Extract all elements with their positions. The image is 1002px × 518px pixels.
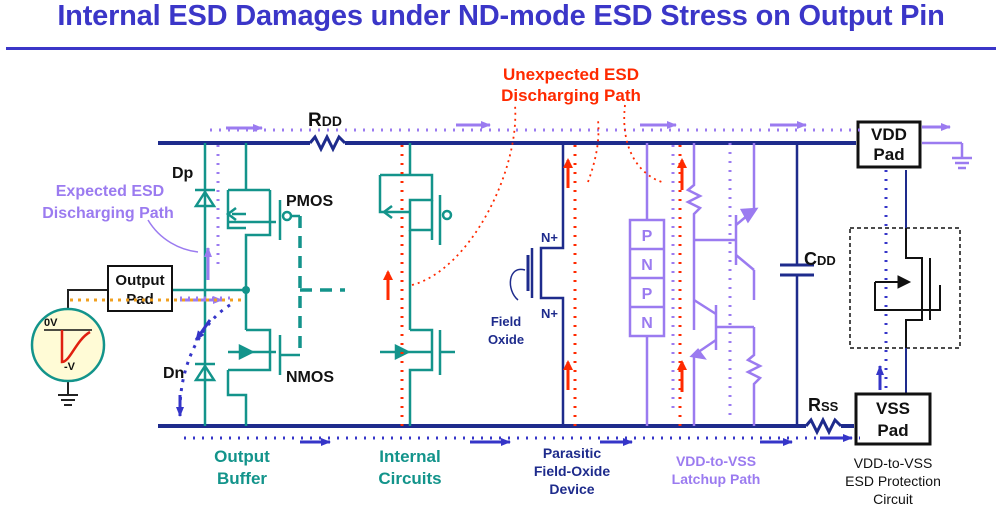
vss-pad-label-1: VSS xyxy=(876,399,910,418)
pnpn-p2: P xyxy=(642,286,653,303)
internal-circuits-label-1: Internal xyxy=(379,447,440,466)
unexpected-path-label-1: Unexpected ESD xyxy=(503,65,639,84)
parasitic-label-1: Parasitic xyxy=(543,445,602,461)
cdd-label: CDD xyxy=(804,249,836,269)
rdd-label: RDD xyxy=(308,110,342,131)
pnpn-letters: P N P N xyxy=(641,228,653,332)
esd-prot-label-2: ESD Protection xyxy=(845,473,941,489)
esd-prot-label-1: VDD-to-VSS xyxy=(854,455,933,471)
field-oxide-label-1: Field xyxy=(491,314,521,329)
n-plus-top-label: N+ xyxy=(541,230,558,245)
vdd-ground xyxy=(922,141,972,170)
pnpn-n2: N xyxy=(641,315,653,332)
output-pad-label-2: Pad xyxy=(126,291,154,308)
expected-path-label-1: Expected ESD xyxy=(56,183,164,200)
unexpected-path-label-2: Discharging Path xyxy=(501,86,641,105)
output-buffer-label-1: Output xyxy=(214,447,270,466)
output-pad: Output Pad xyxy=(107,265,173,312)
vdd-pad-label-2: Pad xyxy=(873,145,904,164)
output-node xyxy=(242,286,250,294)
red-unexpected-path xyxy=(383,104,687,426)
vss-rail xyxy=(158,416,854,436)
pnpn-p1: P xyxy=(642,228,653,245)
output-pad-label-1: Output xyxy=(115,272,164,289)
esd-protection-circuit xyxy=(849,170,961,394)
purple-vdd-path xyxy=(147,121,951,415)
n-plus-bottom-label: N+ xyxy=(541,306,558,321)
dp-label: Dp xyxy=(172,165,194,182)
vss-pad: VSS Pad xyxy=(854,392,932,446)
latchup-label-2: Latchup Path xyxy=(672,471,761,487)
vdd-pad: VDD Pad xyxy=(856,120,922,169)
pmos-label: PMOS xyxy=(286,193,333,210)
esd-source-icon: 0V -V xyxy=(30,307,106,383)
nmos-label: NMOS xyxy=(286,369,334,386)
source-ground xyxy=(58,289,108,406)
vss-pad-label-2: Pad xyxy=(877,421,908,440)
dn-label: Dn xyxy=(163,365,184,382)
internal-circuits xyxy=(378,143,455,426)
latchup-label-1: VDD-to-VSS xyxy=(676,453,756,469)
zero-volt-label: 0V xyxy=(44,317,58,329)
blue-vss-path xyxy=(176,170,888,446)
cdd-capacitor xyxy=(780,143,814,426)
page-title: Internal ESD Damages under ND-mode ESD S… xyxy=(57,0,945,32)
parasitic-field-oxide-device xyxy=(509,143,565,426)
parasitic-label-3: Device xyxy=(549,481,594,497)
output-buffer xyxy=(171,143,345,426)
field-oxide-label-2: Oxide xyxy=(488,332,524,347)
neg-volt-label: -V xyxy=(64,361,76,373)
latchup-structure xyxy=(628,143,763,426)
parasitic-label-2: Field-Oxide xyxy=(534,463,610,479)
expected-path-label-2: Discharging Path xyxy=(42,205,174,222)
title-underline xyxy=(6,47,996,50)
pnpn-n1: N xyxy=(641,257,653,274)
output-buffer-label-2: Buffer xyxy=(217,469,267,488)
vdd-pad-label-1: VDD xyxy=(871,125,907,144)
internal-circuits-label-2: Circuits xyxy=(378,469,441,488)
esd-prot-label-3: Circuit xyxy=(873,491,913,507)
rss-label: RSS xyxy=(808,395,839,415)
vdd-rail xyxy=(158,133,856,153)
